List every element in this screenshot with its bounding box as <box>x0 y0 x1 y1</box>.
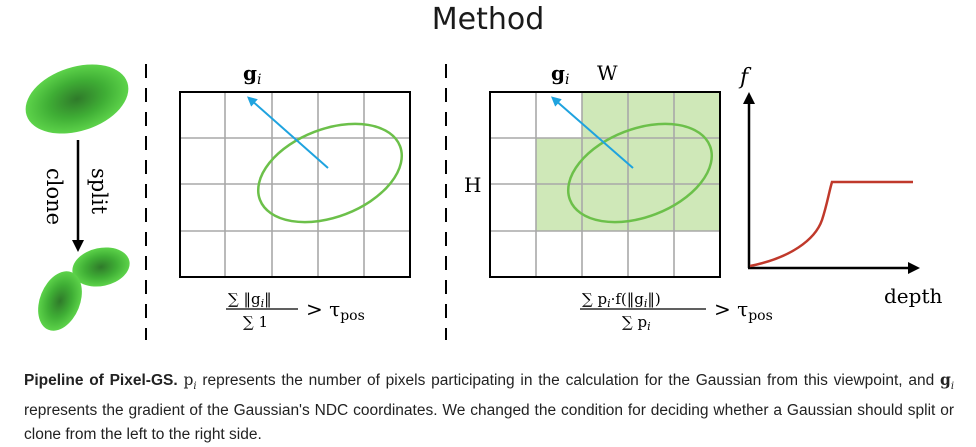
large-gaussian-blob <box>25 64 129 134</box>
right-grid-frame <box>489 91 721 278</box>
footprint-region-top <box>582 92 720 138</box>
caption-text-1: represents the number of pixels particip… <box>202 372 935 389</box>
gradient-arrow-middle <box>247 96 329 169</box>
svg-text:∑ pi: ∑ pi <box>622 313 651 333</box>
split-label: split <box>87 168 111 215</box>
caption-text-2: represents the gradient of the Gaussian'… <box>24 402 954 444</box>
figure-caption: Pipeline of Pixel-GS. pi represents the … <box>24 368 954 447</box>
svg-text:∑ ‖gi‖: ∑ ‖gi‖ <box>228 290 272 310</box>
caption-p-symbol: pi <box>183 371 197 393</box>
graph-y-label: f <box>738 65 752 90</box>
grad-label-middle: gi <box>243 61 261 88</box>
svg-text:> τpos: > τpos <box>306 297 365 324</box>
middle-grid <box>180 92 410 277</box>
height-label: H <box>464 173 481 197</box>
grad-label-right: gi <box>551 61 569 88</box>
middle-grid-frame <box>179 91 411 278</box>
gradient-arrow-right <box>550 96 634 169</box>
small-gaussian-blob-bottom <box>38 271 82 331</box>
method-diagram: clone split gi ∑ ‖gi‖ ∑ 1 > τpos <box>25 61 942 340</box>
clone-label: clone <box>42 168 66 225</box>
caption-g-symbol: gi <box>939 370 955 393</box>
left-panel: clone split <box>25 64 130 331</box>
page-title: Method <box>431 2 545 37</box>
svg-text:> τpos: > τpos <box>714 297 773 324</box>
small-gaussian-blob-top <box>72 247 130 287</box>
right-panel: gi W H ∑ pi·f(‖gi‖) ∑ pi > τpos <box>464 61 773 333</box>
middle-panel: gi ∑ ‖gi‖ ∑ 1 > τpos <box>179 61 411 331</box>
right-gaussian-ellipse <box>566 122 714 224</box>
svg-text:∑ 1: ∑ 1 <box>243 313 268 331</box>
right-formula: ∑ pi·f(‖gi‖) ∑ pi > τpos <box>580 290 773 333</box>
svg-text:∑ pi·f(‖gi‖): ∑ pi·f(‖gi‖) <box>582 290 661 310</box>
graph-x-label: depth <box>884 284 942 308</box>
middle-formula: ∑ ‖gi‖ ∑ 1 > τpos <box>226 290 365 331</box>
width-label: W <box>597 61 618 85</box>
depth-graph: f depth <box>738 65 942 308</box>
middle-gaussian-ellipse <box>256 122 404 224</box>
caption-lead: Pipeline of Pixel-GS. <box>24 372 178 389</box>
f-depth-curve <box>749 180 913 268</box>
